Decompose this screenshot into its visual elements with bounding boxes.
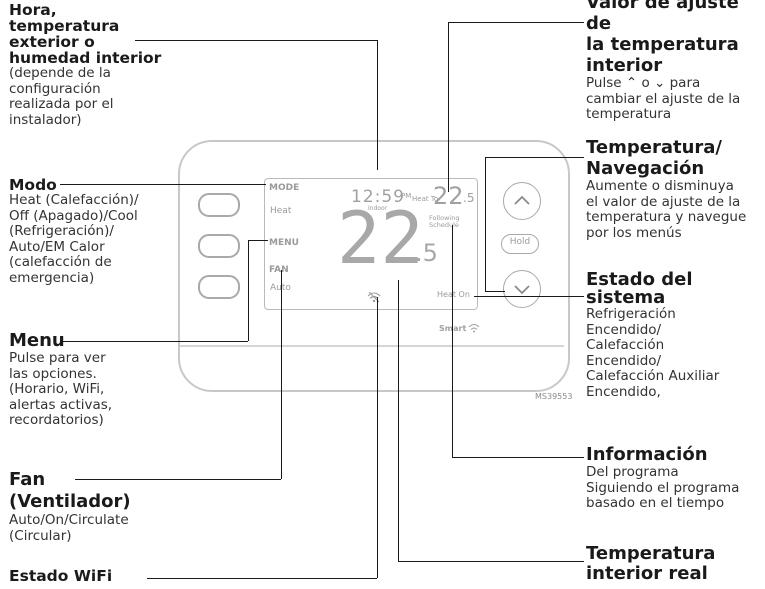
clock-ampm: PM: [401, 192, 412, 200]
menu-indicator: MENU: [269, 238, 299, 248]
navigation-callout-title: Temperatura/ Navegación: [586, 137, 722, 179]
lcd-screen: MODE Heat MENU FAN Auto 12:59 PM Indoor …: [264, 178, 478, 310]
navigation-callout-desc: Aumente o disminuya el valor de ajuste d…: [586, 178, 747, 241]
setpoint-decimal: .5: [463, 191, 475, 205]
menu-button[interactable]: [198, 234, 240, 258]
fan-value: Auto: [270, 283, 291, 293]
wifi-leader-rise: [377, 297, 379, 578]
navigation-callout: Temperatura/ Navegación Aumente o dismin…: [586, 137, 764, 241]
mode-button[interactable]: [198, 193, 240, 217]
system-status-callout: Estado del sistema Refrigeración Encendi…: [586, 271, 764, 400]
clock-callout: Hora, temperatura exterior o humedad int…: [9, 2, 179, 128]
nav-leader-bottom: [485, 291, 505, 293]
model-code: MS39553: [535, 392, 573, 401]
hold-button-label: Hold: [509, 237, 531, 247]
indoor-temp-decimal: .5: [415, 239, 438, 267]
fan-leader: [75, 479, 281, 481]
indoor-temp-leader: [398, 561, 584, 563]
setpoint-callout-desc: Pulse ⌃ o ⌄ para cambiar el ajuste de la…: [586, 75, 741, 122]
menu-callout-title: Menu: [9, 330, 65, 351]
mode-leader: [60, 184, 266, 186]
clock-leader-drop: [377, 40, 379, 170]
mode-callout-title: Modo: [9, 176, 57, 194]
info-callout-title: Información: [586, 444, 708, 465]
clock-display: 12:59: [351, 187, 405, 207]
wifi-leader: [147, 578, 377, 580]
menu-leader-top: [248, 240, 268, 242]
mode-value: Heat: [270, 206, 292, 216]
chevron-up-icon: [514, 195, 530, 205]
system-status-callout-title: Estado del sistema: [586, 269, 693, 308]
info-callout: Información Del programa Siguiendo el pr…: [586, 445, 764, 512]
menu-callout-desc: Pulse para ver las opciones. (Horario, W…: [9, 350, 113, 428]
clock-caption: Indoor: [368, 205, 388, 212]
up-button[interactable]: [503, 182, 541, 220]
info-leader-rise: [452, 225, 454, 457]
nav-leader-bracket: [485, 157, 487, 291]
fan-button[interactable]: [198, 275, 240, 299]
indoor-temp-callout-title: Temperatura interior real: [586, 543, 716, 584]
clock-leader: [135, 40, 377, 42]
system-status-callout-desc: Refrigeración Encendido/ Calefacción Enc…: [586, 306, 720, 400]
menu-leader-rise: [248, 240, 250, 341]
chevron-down-icon: [514, 285, 530, 295]
fan-indicator: FAN: [269, 265, 289, 275]
clock-callout-title: Hora, temperatura exterior o humedad int…: [9, 1, 162, 67]
mode-callout: Modo Heat (Calefacción)/ Off (Apagado)/C…: [9, 177, 169, 286]
fan-callout: Fan (Ventilador) Auto/On/Circulate (Circ…: [9, 469, 169, 544]
brand-wifi-icon: [468, 324, 480, 333]
indoor-temp-callout: Temperatura interior real: [586, 544, 764, 584]
menu-callout: Menu Pulse para ver las opciones. (Horar…: [9, 331, 169, 429]
mode-indicator: MODE: [269, 183, 300, 193]
menu-leader: [60, 341, 248, 343]
fan-callout-desc: Auto/On/Circulate (Circular): [9, 512, 129, 544]
nav-leader-top: [485, 157, 584, 159]
setpoint-callout-title: Valor de ajuste de la temperatura interi…: [586, 0, 739, 76]
setpoint-callout: Valor de ajuste de la temperatura interi…: [586, 0, 764, 123]
thermostat-base-line: [180, 345, 564, 347]
heat-to-label: Heat To: [412, 195, 439, 203]
system-status-display: Heat On: [437, 290, 470, 299]
fan-leader-rise: [281, 270, 283, 479]
indoor-temp-display: 22: [337, 196, 424, 280]
setpoint-leader: [448, 22, 584, 24]
wifi-callout-title: Estado WiFi: [9, 567, 113, 585]
info-leader: [452, 457, 584, 459]
indoor-temp-leader-rise: [398, 280, 400, 561]
down-button[interactable]: [503, 270, 541, 308]
hold-button[interactable]: Hold: [501, 234, 539, 254]
setpoint-leader-drop: [448, 22, 450, 192]
info-callout-desc: Del programa Siguiendo el programa basad…: [586, 464, 740, 511]
schedule-indicator: Following Schedule: [429, 214, 460, 229]
fan-callout-title: Fan (Ventilador): [9, 469, 131, 512]
mode-callout-desc: Heat (Calefacción)/ Off (Apagado)/Cool (…: [9, 192, 139, 286]
wifi-callout: Estado WiFi: [9, 568, 169, 584]
wifi-icon: [367, 291, 381, 303]
status-leader: [474, 296, 584, 298]
clock-callout-desc: (depende de la configuración realizada p…: [9, 65, 114, 128]
